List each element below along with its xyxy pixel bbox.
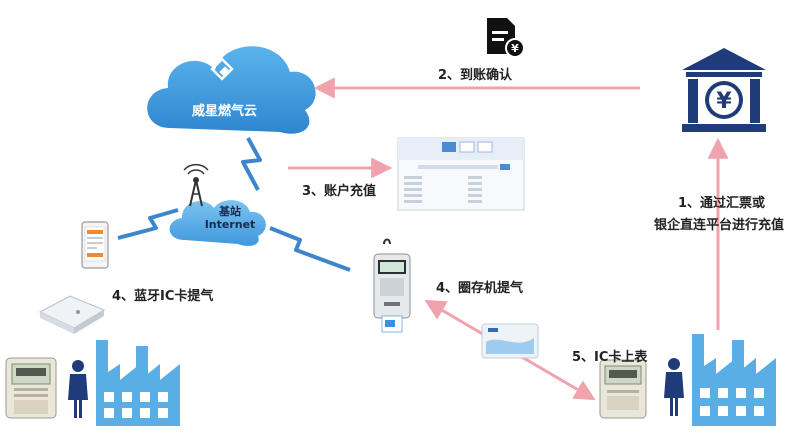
- base-station-line1: 基站: [219, 205, 241, 218]
- gas-meter-icon-right: [599, 359, 647, 419]
- label-account-recharge: 3、账户充值: [302, 184, 377, 199]
- cloud-title: 威星燃气云: [192, 104, 258, 119]
- factory-icon-right: [692, 334, 776, 426]
- label-bank-recharge-2: 银企直连平台进行充值: [654, 218, 785, 233]
- base-station-cloud: [169, 163, 266, 246]
- gas-cloud: [147, 46, 316, 134]
- label-arrival-confirm: 2、到账确认: [438, 68, 513, 83]
- svg-text:¥: ¥: [716, 89, 732, 114]
- ic-card-icon: [481, 323, 539, 359]
- base-station-line2: Internet: [204, 218, 256, 231]
- smartphone-icon: [81, 221, 109, 269]
- bank-yen-icon: ¥: [682, 48, 766, 132]
- label-bank-recharge-1: 1、通过汇票或: [678, 196, 766, 211]
- base-station-label: 基站 Internet: [200, 205, 260, 231]
- label-circle-machine: 4、圈存机提气: [436, 281, 524, 296]
- svg-text:¥: ¥: [511, 42, 519, 55]
- bluetooth-reader-icon: [38, 295, 106, 334]
- person-icon-right: [664, 358, 684, 416]
- recharge-terminal-icon: [373, 238, 411, 333]
- label-bluetooth-ic: 4、蓝牙IC卡提气: [112, 289, 214, 304]
- invoice-yen-icon: ¥: [487, 18, 525, 58]
- wireless-link-icons: [117, 137, 351, 272]
- gas-meter-icon: [5, 357, 57, 419]
- person-icon: [68, 360, 88, 418]
- web-portal-screenshot: [397, 137, 525, 211]
- label-ic-card-meter: 5、IC卡上表: [572, 350, 648, 365]
- antenna-tower-icon: [183, 163, 209, 207]
- factory-icon: [96, 340, 180, 426]
